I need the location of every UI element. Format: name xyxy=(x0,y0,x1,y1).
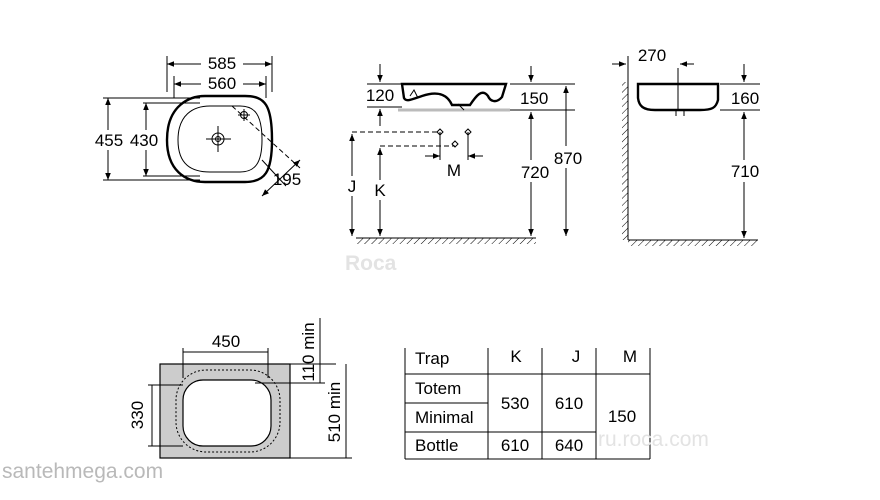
dim-510-min: 510 min xyxy=(325,382,344,442)
dim-270: 270 xyxy=(638,46,666,65)
row-totem: Totem xyxy=(415,379,461,398)
row-bottle: Bottle xyxy=(415,436,458,455)
watermark-left: santehmega.com xyxy=(2,460,163,483)
dim-870: 870 xyxy=(554,149,582,168)
header-trap: Trap xyxy=(415,349,449,368)
dim-120: 120 xyxy=(366,86,394,105)
dim-585: 585 xyxy=(208,54,236,73)
dim-450: 450 xyxy=(212,332,240,351)
side-view: 120 150 720 870 M J K xyxy=(343,64,584,244)
dim-150: 150 xyxy=(520,89,548,108)
cell-j-bottle: 640 xyxy=(555,436,583,455)
basin-outline xyxy=(165,94,274,184)
cell-k-totem-minimal: 530 xyxy=(501,394,529,413)
dim-110-min: 110 min xyxy=(299,322,318,381)
basin-end-profile xyxy=(636,82,720,112)
header-k: K xyxy=(510,347,522,366)
header-m: M xyxy=(623,347,637,366)
dim-160: 160 xyxy=(731,89,759,108)
dim-710: 710 xyxy=(731,162,759,181)
dim-330: 330 xyxy=(128,401,147,429)
header-j: J xyxy=(572,347,581,366)
dim-195: 195 xyxy=(273,170,301,189)
row-minimal: Minimal xyxy=(415,408,474,427)
watermark-right: ru.roca.com xyxy=(598,428,709,451)
trap-table: Trap K J M Totem Minimal Bottle 530 610 … xyxy=(404,347,651,460)
cell-m-all: 150 xyxy=(608,407,636,426)
dim-K: K xyxy=(374,181,386,200)
top-view: 585 560 455 430 195 xyxy=(93,54,301,197)
cell-j-totem-minimal: 610 xyxy=(555,394,583,413)
basin-profile xyxy=(400,82,508,107)
cutout-dashed xyxy=(175,369,281,453)
cell-k-bottle: 610 xyxy=(501,436,529,455)
dim-M: M xyxy=(447,161,461,180)
dim-560: 560 xyxy=(208,74,236,93)
dim-J: J xyxy=(348,177,357,196)
cutout-opening xyxy=(182,379,272,447)
dim-455: 455 xyxy=(95,131,123,150)
end-view: 270 160 710 xyxy=(612,46,762,246)
cutout-view: 450 330 110 min 510 min xyxy=(128,318,352,459)
dim-430: 430 xyxy=(130,131,158,150)
dim-720: 720 xyxy=(521,163,549,182)
basin-inner xyxy=(177,105,263,173)
brand-watermark: Roca xyxy=(345,252,397,275)
